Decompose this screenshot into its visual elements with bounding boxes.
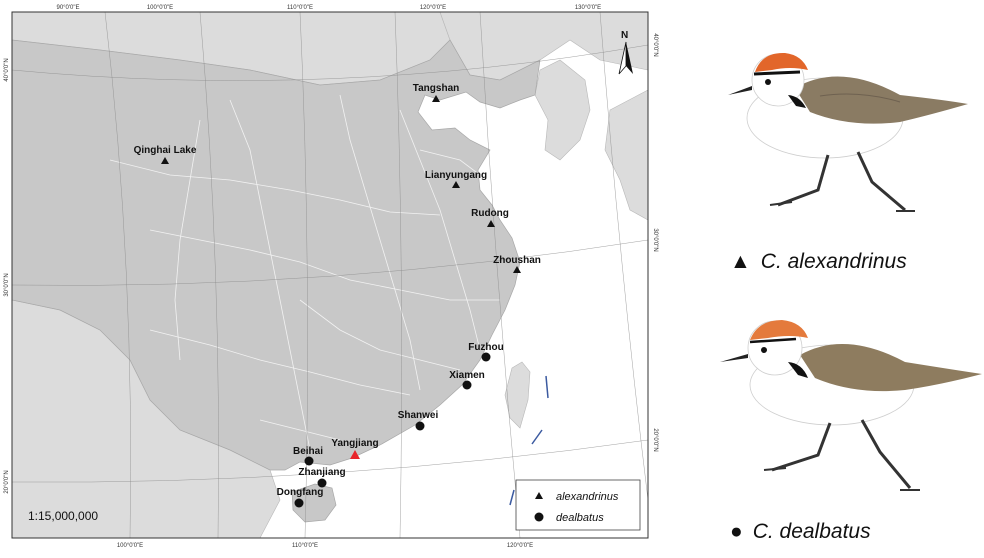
map-frame xyxy=(11,11,649,539)
svg-text:alexandrinus: alexandrinus xyxy=(556,491,619,503)
study-site-map: 90°0'0"E 100°0'0"E 110°0'0"E 120°0'0"E 1… xyxy=(4,5,658,549)
neighbor-land xyxy=(11,11,649,539)
map-legend: alexandrinus dealbatus xyxy=(515,479,641,531)
legend-triangle-icon xyxy=(535,492,543,499)
svg-text:Qinghai Lake: Qinghai Lake xyxy=(134,145,197,156)
site-alexandrinus-zhoushan: Zhoushan xyxy=(493,255,541,273)
triangle-icon: ▲ xyxy=(730,250,751,273)
svg-text:Tangshan: Tangshan xyxy=(413,83,459,94)
svg-text:Zhanjiang: Zhanjiang xyxy=(298,467,345,478)
svg-text:N: N xyxy=(621,30,628,41)
circle-icon: ● xyxy=(730,520,743,543)
site-dealbatus-dongfang: Dongfang xyxy=(277,487,324,508)
svg-text:Lianyungang: Lianyungang xyxy=(425,170,487,181)
map-scale: 1:15,000,000 xyxy=(28,509,98,523)
svg-text:110°0'0"E: 110°0'0"E xyxy=(287,5,313,11)
species-panel: ▲C. alexandrinus ●C. dealbatus xyxy=(700,0,984,553)
svg-text:Dongfang: Dongfang xyxy=(277,487,324,498)
svg-text:130°0'0"E: 130°0'0"E xyxy=(575,5,601,11)
province-boundaries xyxy=(109,94,500,451)
svg-text:120°0'0"E: 120°0'0"E xyxy=(507,543,533,549)
svg-text:100°0'0"E: 100°0'0"E xyxy=(117,543,143,549)
site-alexandrinus-rudong: Rudong xyxy=(471,208,509,227)
site-alexandrinus-lianyungang: Lianyungang xyxy=(425,170,487,188)
graticule xyxy=(11,11,649,539)
site-dealbatus-beihai: Beihai xyxy=(293,446,323,466)
svg-text:40°0'0"N: 40°0'0"N xyxy=(652,33,658,56)
svg-text:Fuzhou: Fuzhou xyxy=(468,342,504,353)
svg-text:110°0'0"E: 110°0'0"E xyxy=(292,543,318,549)
svg-text:Yangjiang: Yangjiang xyxy=(331,438,378,449)
graticule-labels: 90°0'0"E 100°0'0"E 110°0'0"E 120°0'0"E 1… xyxy=(4,5,658,549)
svg-text:90°0'0"E: 90°0'0"E xyxy=(56,5,79,11)
svg-text:Beihai: Beihai xyxy=(293,446,323,457)
svg-text:Shanwei: Shanwei xyxy=(398,410,439,421)
species-label-dealbatus: ●C. dealbatus xyxy=(730,520,871,543)
svg-text:20°0'0"N: 20°0'0"N xyxy=(652,428,658,451)
svg-text:20°0'0"N: 20°0'0"N xyxy=(4,470,10,493)
plover-alexandrinus-illustration xyxy=(728,52,968,212)
site-highlight-yangjiang: Yangjiang xyxy=(331,438,379,459)
svg-text:30°0'0"N: 30°0'0"N xyxy=(4,273,10,296)
species-label-alexandrinus: ▲C. alexandrinus xyxy=(730,250,907,273)
svg-text:40°0'0"N: 40°0'0"N xyxy=(4,58,10,81)
site-alexandrinus-tangshan: Tangshan xyxy=(413,83,459,102)
svg-text:Rudong: Rudong xyxy=(471,208,509,219)
plover-dealbatus-illustration xyxy=(720,320,982,491)
site-dealbatus-fuzhou: Fuzhou xyxy=(468,342,504,362)
svg-text:120°0'0"E: 120°0'0"E xyxy=(420,5,446,11)
legend-circle-icon xyxy=(534,512,544,522)
sea-lines xyxy=(509,375,549,506)
china-land xyxy=(11,39,541,471)
svg-text:30°0'0"N: 30°0'0"N xyxy=(652,228,658,251)
svg-text:100°0'0"E: 100°0'0"E xyxy=(147,5,173,11)
site-dealbatus-shanwei: Shanwei xyxy=(398,410,439,431)
site-dealbatus-xiamen: Xiamen xyxy=(449,370,485,390)
svg-text:Xiamen: Xiamen xyxy=(449,370,485,381)
north-arrow-icon: N xyxy=(618,30,633,75)
svg-text:Zhoushan: Zhoushan xyxy=(493,255,541,266)
svg-text:dealbatus: dealbatus xyxy=(556,512,604,524)
site-alexandrinus-qinghai-lake: Qinghai Lake xyxy=(134,145,197,164)
site-dealbatus-zhanjiang: Zhanjiang xyxy=(298,467,346,488)
